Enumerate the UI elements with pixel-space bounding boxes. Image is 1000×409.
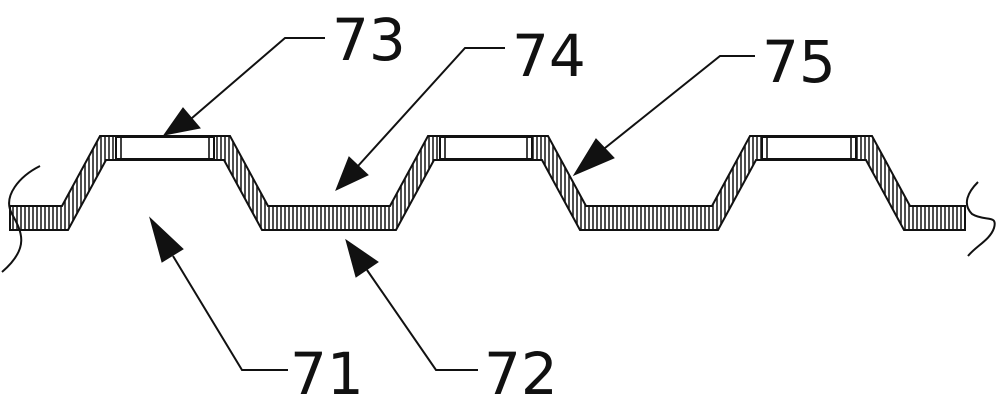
arrowhead-73 [164, 108, 200, 135]
arrowheads [150, 108, 614, 277]
arrowhead-72 [346, 240, 378, 277]
crest-panel-1 [116, 137, 214, 159]
label-71: 71 [290, 340, 364, 408]
crest-panel-2 [440, 137, 532, 159]
label-75: 75 [762, 28, 836, 96]
crest-panel-3 [762, 137, 856, 159]
label-72: 72 [484, 340, 558, 408]
leader-72 [367, 270, 478, 370]
arrowhead-71 [150, 218, 183, 262]
leader-71 [173, 256, 288, 370]
label-74: 74 [512, 22, 586, 90]
right-break-line [967, 182, 995, 256]
leader-75 [605, 56, 755, 148]
label-73: 73 [332, 6, 406, 74]
leader-73 [192, 38, 325, 118]
arrowhead-74 [336, 157, 368, 190]
